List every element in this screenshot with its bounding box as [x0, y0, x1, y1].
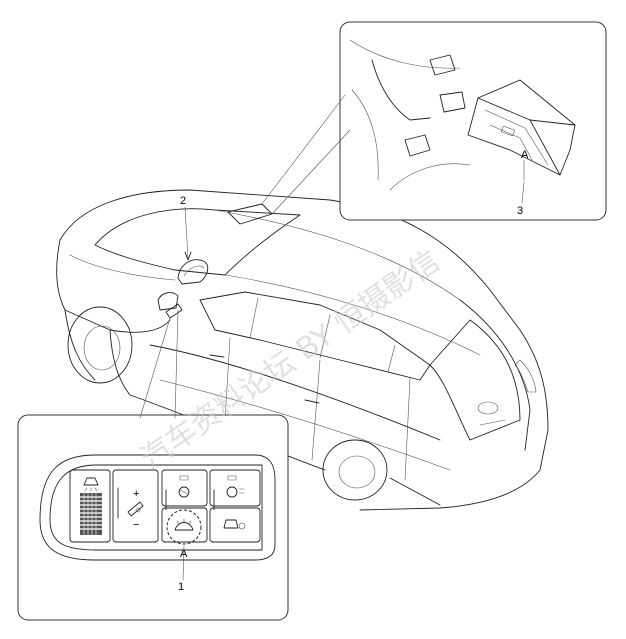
callout-2-group: 2	[180, 195, 192, 261]
lamp-indicator-icon	[178, 475, 190, 498]
svg-text:−: −	[133, 519, 139, 531]
sunroof-switch-icon	[127, 501, 144, 517]
interior-lamp-icon	[223, 519, 246, 530]
part-3-location	[227, 203, 273, 225]
map-lamp-icon	[83, 477, 99, 492]
part-2-shape	[177, 259, 209, 285]
marker-a-detail: A	[521, 149, 529, 161]
callout-1: 1	[178, 581, 184, 593]
callout-2: 2	[180, 195, 186, 207]
detail-panel-1: + − A	[17, 309, 289, 621]
lens-grid	[80, 493, 102, 535]
svg-text:+: +	[133, 488, 139, 500]
detail-panel-3: A 3	[261, 21, 607, 221]
part-1-location	[165, 303, 183, 319]
door-lamp-icon	[226, 475, 245, 498]
callout-3: 3	[517, 205, 523, 217]
watermark-text: 汽车资料论坛 BY 恒摄影信	[135, 243, 447, 476]
room-lamp-button-icon	[166, 509, 202, 545]
